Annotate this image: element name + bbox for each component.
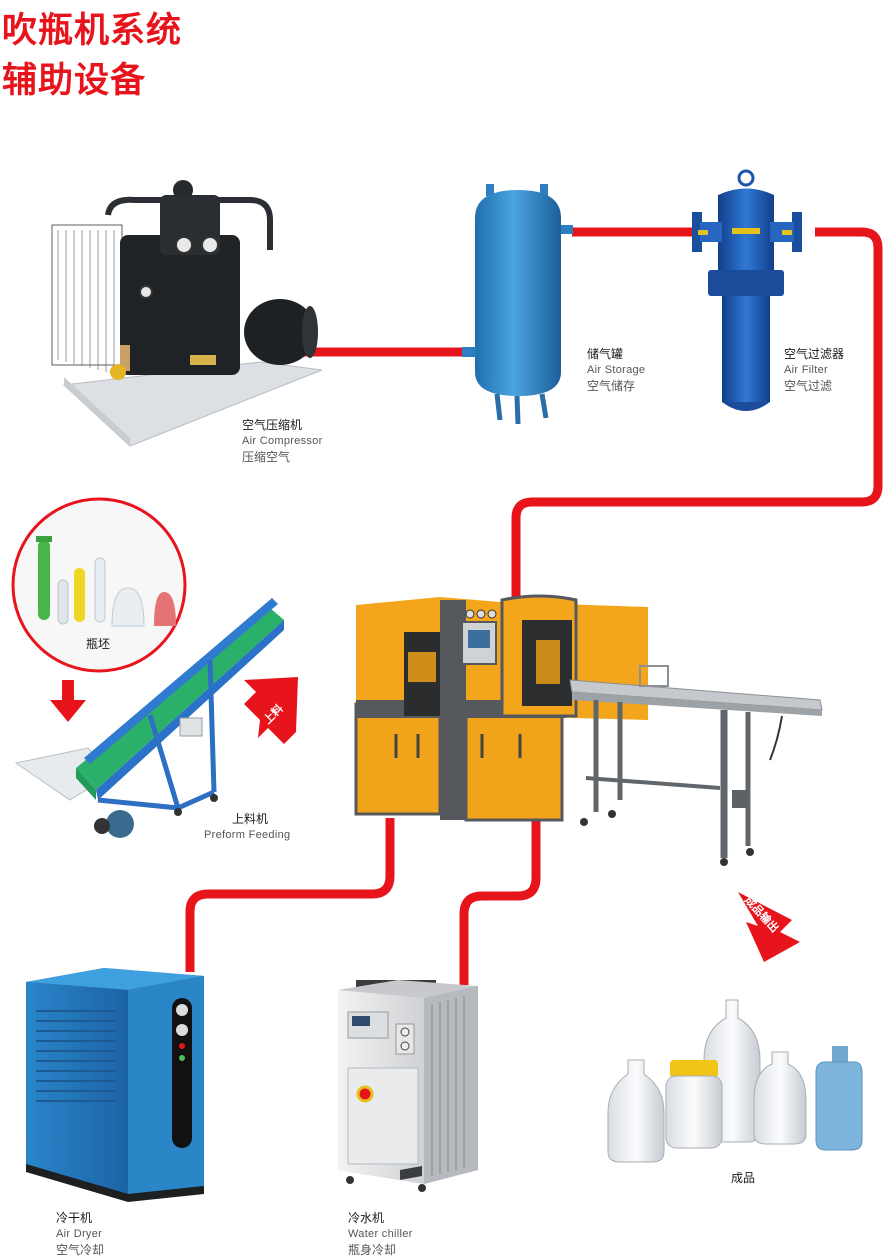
pipe-chiller-to-machine: [459, 814, 541, 985]
air-dryer-image: [26, 968, 204, 1202]
storage-en-label: Air Storage: [587, 364, 646, 376]
feeding-en-label: Preform Feeding: [204, 829, 291, 841]
dryer-cn-label: 冷干机: [56, 1211, 93, 1225]
filter-cn-label: 空气过滤器: [784, 347, 845, 361]
finished-bottles-image: [607, 999, 863, 1163]
products-cn-label: 成品: [731, 1171, 756, 1185]
compressor-sub-label: 压缩空气: [242, 450, 291, 464]
preform-cn-label: 瓶坯: [86, 637, 111, 651]
filter-sub-label: 空气过滤: [784, 379, 833, 393]
compressor-cn-label: 空气压缩机: [242, 418, 303, 432]
storage-sub-label: 空气储存: [587, 379, 636, 393]
chiller-en-label: Water chiller: [348, 1228, 413, 1240]
pipe-filter-to-machine: [511, 227, 883, 600]
chiller-caption: 冷水机 Water chiller 瓶身冷却: [348, 1210, 413, 1258]
storage-caption: 储气罐 Air Storage 空气储存: [587, 346, 645, 394]
filter-caption: 空气过滤器 Air Filter 空气过滤: [784, 346, 844, 394]
red-down-arrow-icon: [50, 680, 86, 722]
dryer-caption: 冷干机 Air Dryer 空气冷却: [56, 1210, 104, 1258]
filter-en-label: Air Filter: [784, 364, 828, 376]
pipe-lines: [185, 227, 883, 985]
air-compressor-image: [51, 180, 323, 447]
blow-molding-machine-image: [354, 594, 823, 866]
products-caption: 成品: [731, 1170, 755, 1186]
storage-cn-label: 储气罐: [587, 347, 624, 361]
preform-caption: 瓶坯: [86, 636, 110, 652]
air-filter-image: [692, 169, 802, 411]
feeding-cn-label: 上料机: [232, 812, 269, 826]
page-subtitle: 辅助设备: [2, 61, 147, 101]
chiller-sub-label: 瓶身冷却: [348, 1243, 397, 1257]
compressor-caption: 空气压缩机 Air Compressor 压缩空气: [242, 417, 323, 465]
water-chiller-image: [338, 980, 478, 1192]
red-output-arrow-icon: [738, 892, 800, 962]
preform-feeder-image: [14, 598, 284, 838]
air-storage-tank-image: [462, 184, 573, 425]
red-up-arrow-icon: [244, 677, 298, 744]
feeding-caption: 上料机 Preform Feeding: [204, 811, 290, 843]
dryer-en-label: Air Dryer: [56, 1228, 103, 1240]
dryer-sub-label: 空气冷却: [56, 1243, 105, 1257]
pipe-dryer-to-machine: [185, 818, 395, 972]
chiller-cn-label: 冷水机: [348, 1211, 385, 1225]
compressor-en-label: Air Compressor: [242, 435, 323, 447]
preform-inset: [11, 497, 187, 673]
page-title: 吹瓶机系统: [2, 11, 183, 51]
